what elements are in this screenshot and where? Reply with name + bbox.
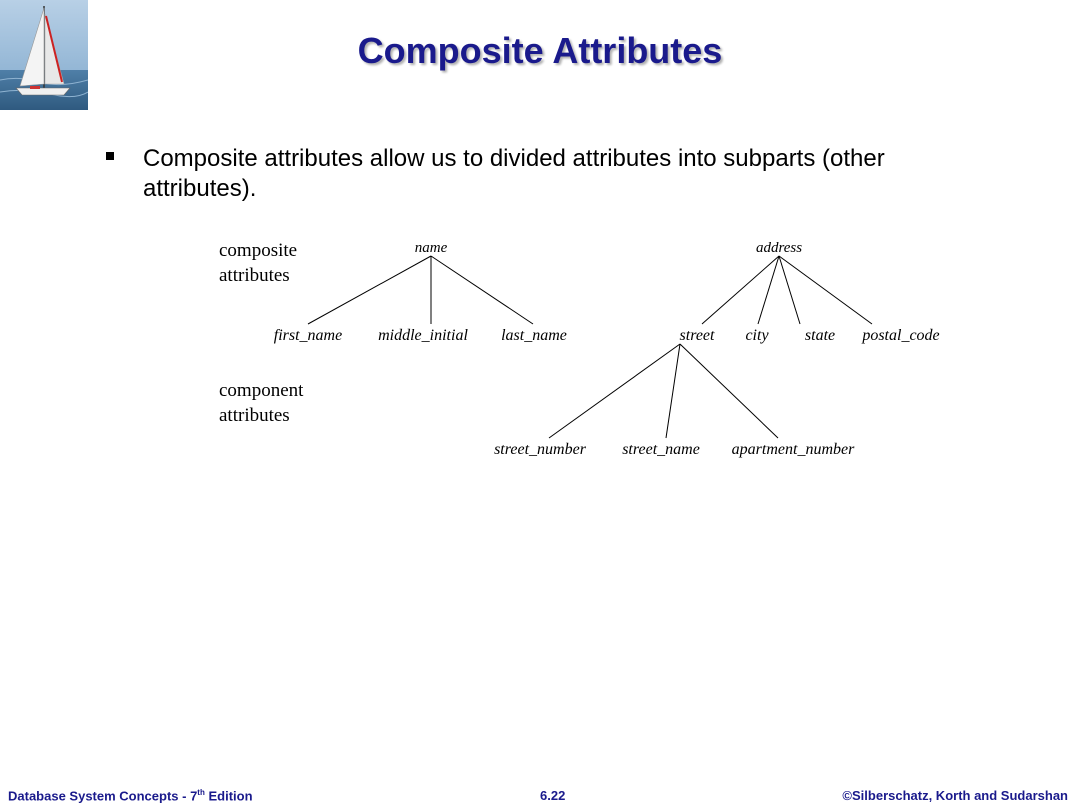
edge-name-last_name (430, 255, 534, 325)
edge-name-first_name (307, 255, 432, 325)
node-first_name: first_name (274, 327, 342, 344)
edge-address-postal_code (778, 255, 873, 325)
composite-label-line2: attributes (219, 265, 290, 286)
component-label-line2: attributes (219, 405, 290, 426)
component-label-line1: component (219, 380, 304, 401)
edge-address-street (701, 255, 780, 325)
node-last_name: last_name (501, 327, 567, 344)
node-state: state (805, 327, 835, 344)
composite-label-line1: composite (219, 240, 297, 261)
node-address: address (756, 240, 802, 256)
node-street: street (680, 327, 716, 344)
bullet-square-icon (106, 152, 114, 160)
node-street_number: street_number (494, 441, 587, 458)
edge-address-city (757, 255, 780, 325)
footer-copyright: ©Silberschatz, Korth and Sudarshan (842, 788, 1068, 803)
slide-title: Composite Attributes (357, 30, 723, 71)
sailboat-icon (0, 0, 88, 110)
edge-address-state (778, 255, 801, 325)
bullet-text: Composite attributes allow us to divided… (143, 145, 885, 202)
sailboat-logo (0, 0, 88, 110)
node-apartment_number: apartment_number (732, 441, 855, 458)
node-middle_initial: middle_initial (378, 327, 468, 344)
node-name: name (415, 240, 448, 256)
footer-book-title-suffix: Edition (204, 788, 253, 804)
edge-street-street_name (665, 343, 681, 439)
edge-street-street_number (548, 343, 681, 439)
node-city: city (745, 327, 769, 344)
edge-street-apartment_number (679, 343, 779, 439)
footer-book-title-text: Database System Concepts - 7 (8, 788, 198, 804)
node-street_name: street_name (622, 441, 700, 458)
footer-book-title: Database System Concepts - 7th Edition (8, 788, 253, 803)
footer-book-title-sup: th (197, 788, 205, 797)
footer-page-number: 6.22 (540, 788, 566, 803)
node-postal_code: postal_code (861, 327, 939, 344)
